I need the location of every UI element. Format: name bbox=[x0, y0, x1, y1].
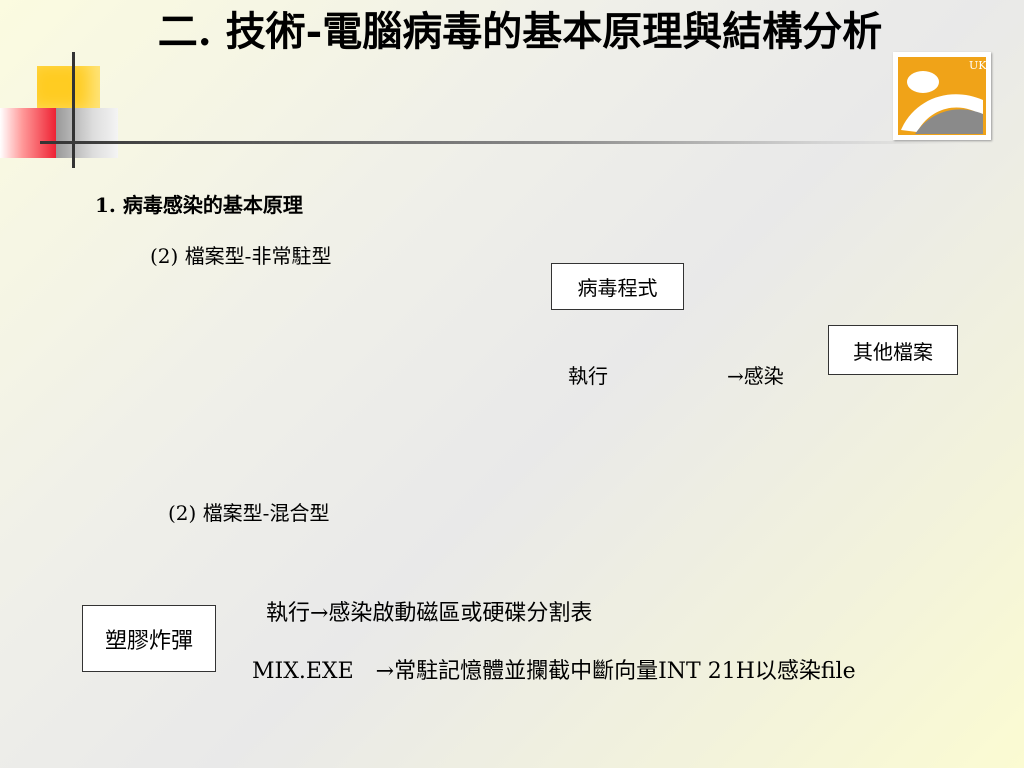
other-files-box: 其他檔案 bbox=[828, 325, 958, 375]
logo-dot bbox=[907, 71, 939, 93]
execute-label: 執行 bbox=[568, 364, 608, 388]
hybrid-line-1: 執行→感染啟動磁區或硬碟分割表 bbox=[266, 601, 593, 626]
slide-title: 二. 技術-電腦病毒的基本原理與結構分析 bbox=[157, 8, 883, 55]
subheading-hybrid: (2) 檔案型-混合型 bbox=[168, 501, 330, 525]
decorative-red-square bbox=[0, 108, 56, 158]
section-heading: 1. 病毒感染的基本原理 bbox=[95, 193, 303, 217]
decorative-gray-square bbox=[56, 108, 118, 158]
logo-text: UK bbox=[969, 59, 987, 72]
logo-swoosh-white bbox=[901, 94, 983, 132]
infect-label: →感染 bbox=[727, 364, 784, 388]
logo-swoosh-gray bbox=[915, 109, 983, 134]
plastic-bomb-box: 塑膠炸彈 bbox=[82, 605, 216, 672]
subheading-nonresident: (2) 檔案型-非常駐型 bbox=[150, 244, 332, 268]
decorative-horizontal-line bbox=[40, 141, 960, 144]
virus-program-box: 病毒程式 bbox=[551, 263, 684, 310]
uk-logo-icon: UK bbox=[898, 57, 987, 135]
decorative-vertical-line bbox=[72, 52, 75, 168]
hybrid-line-2: MIX.EXE →常駐記憶體並攔截中斷向量INT 21H以感染file bbox=[252, 659, 856, 684]
uk-logo: UK bbox=[893, 52, 991, 140]
